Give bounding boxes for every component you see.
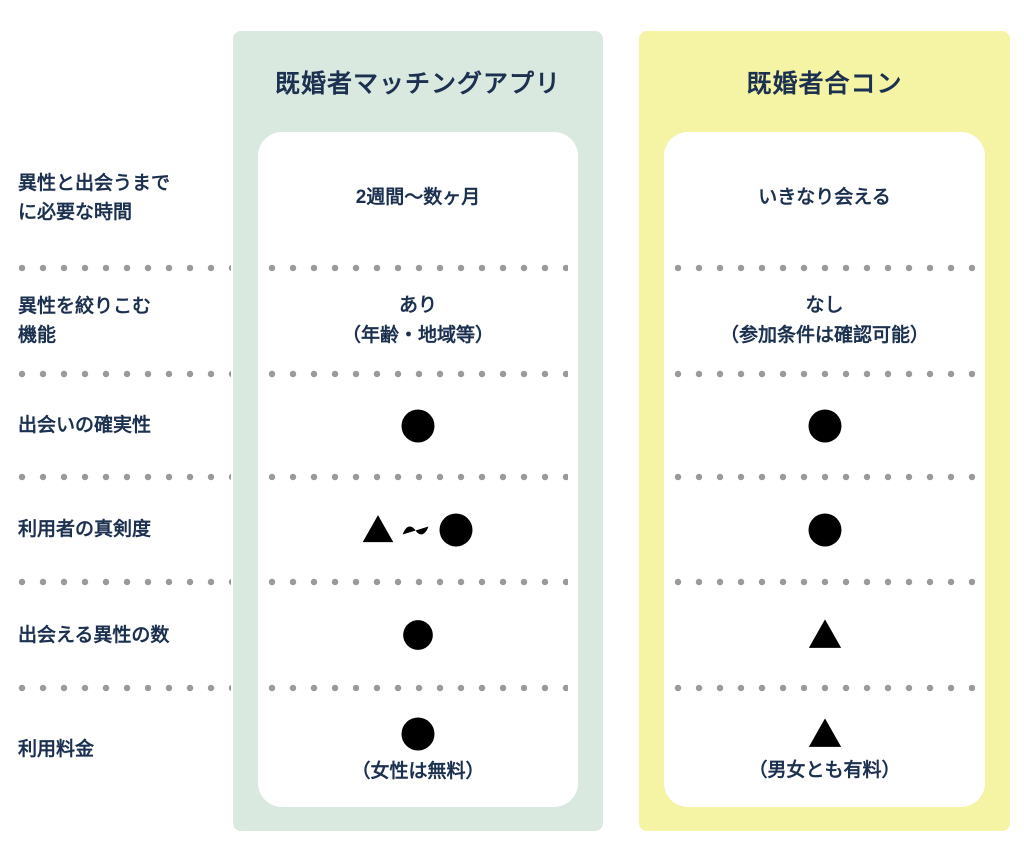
panel-goukon: 既婚者合コン いきなり会える なし （参加条件は確認可能） xyxy=(639,31,1010,831)
triangle-icon xyxy=(808,717,841,747)
triangle-icon xyxy=(808,619,841,648)
value-certainty-goukon xyxy=(664,378,985,473)
dotted-divider xyxy=(268,370,568,378)
dotted-divider xyxy=(674,684,975,692)
row-label-number: 出会える異性の数 xyxy=(0,586,233,684)
row-label-text: 出会いの確実性 xyxy=(18,415,152,436)
row-label-certainty: 出会いの確実性 xyxy=(0,378,233,473)
row-label-text: 利用者の真剣度 xyxy=(18,519,152,540)
value-text: あり xyxy=(398,295,437,316)
value-number-app xyxy=(258,586,578,684)
dotted-divider xyxy=(268,264,568,272)
row-label-time: 異性と出会うまで に必要な時間 xyxy=(0,132,233,264)
row-label-text: 利用料金 xyxy=(18,739,95,760)
dotted-divider xyxy=(674,473,975,481)
row-label-text: 機能 xyxy=(18,325,57,346)
dotted-divider xyxy=(268,684,568,692)
dotted-divider xyxy=(674,370,975,378)
column-title-goukon: 既婚者合コン xyxy=(746,69,903,98)
dotted-divider xyxy=(674,578,975,586)
double-circle-icon xyxy=(403,620,433,650)
value-text: （年齢・地域等） xyxy=(341,325,494,346)
value-fee-app: （女性は無料） xyxy=(258,692,578,807)
circle-icon xyxy=(401,409,435,442)
value-text: なし xyxy=(805,295,844,316)
panel-matching-app: 既婚者マッチングアプリ 2週間〜数ヶ月 あり （年齢・地域等） xyxy=(233,31,603,831)
dotted-divider xyxy=(18,578,231,586)
value-fee-goukon: （男女とも有料） xyxy=(664,692,985,807)
dotted-divider xyxy=(674,264,975,272)
row-label-seriousness: 利用者の真剣度 xyxy=(0,481,233,578)
triangle-to-double-circle-range xyxy=(360,510,476,550)
fee-caption: （男女とも有料） xyxy=(748,759,901,781)
dotted-divider xyxy=(18,264,231,272)
wave-icon xyxy=(402,525,429,534)
circle-icon xyxy=(808,513,841,546)
double-circle-icon xyxy=(808,409,841,442)
column-title-matching-app: 既婚者マッチングアプリ xyxy=(274,69,561,98)
value-seriousness-goukon xyxy=(664,481,985,578)
value-seriousness-app xyxy=(258,481,578,578)
value-time-app: 2週間〜数ヶ月 xyxy=(258,132,578,264)
row-label-text: 異性と出会うまで xyxy=(18,173,171,194)
row-label-text: 異性を絞りこむ xyxy=(18,296,152,317)
circle-icon xyxy=(401,717,435,750)
row-label-column: 異性と出会うまで に必要な時間 異性を絞りこむ 機能 出会いの確実性 利用者の真… xyxy=(0,132,233,807)
value-filter-app: あり （年齢・地域等） xyxy=(258,272,578,370)
value-certainty-app xyxy=(258,378,578,473)
value-text: いきなり会える xyxy=(758,187,891,208)
row-label-fee: 利用料金 xyxy=(0,692,233,807)
goukon-card: いきなり会える なし （参加条件は確認可能） （男女とも有料） xyxy=(664,132,985,807)
dotted-divider xyxy=(18,473,231,481)
value-filter-goukon: なし （参加条件は確認可能） xyxy=(664,272,985,370)
row-label-filter: 異性を絞りこむ 機能 xyxy=(0,272,233,370)
value-time-goukon: いきなり会える xyxy=(664,132,985,264)
fee-caption: （女性は無料） xyxy=(351,760,485,782)
value-text: （参加条件は確認可能） xyxy=(719,325,929,346)
dotted-divider xyxy=(268,578,568,586)
double-circle-icon xyxy=(439,513,473,546)
value-text: 2週間〜数ヶ月 xyxy=(355,187,481,208)
dotted-divider xyxy=(18,684,231,692)
value-number-goukon xyxy=(664,586,985,684)
dotted-divider xyxy=(18,370,231,378)
triangle-icon xyxy=(362,514,394,542)
dotted-divider xyxy=(268,473,568,481)
row-label-text: に必要な時間 xyxy=(18,202,133,223)
row-label-text: 出会える異性の数 xyxy=(18,624,170,646)
matching-app-card: 2週間〜数ヶ月 あり （年齢・地域等） xyxy=(258,132,578,807)
